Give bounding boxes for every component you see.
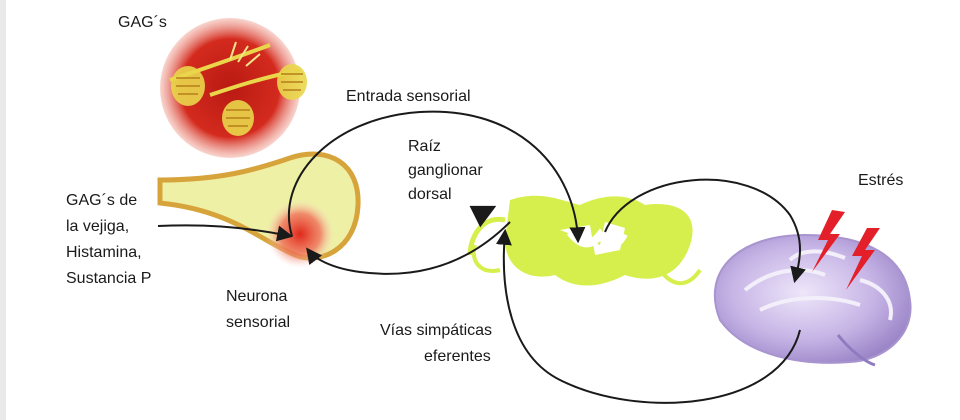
vias-simpaticas-label-line2: eferentes [424, 346, 491, 368]
neurona-sensorial-label-line2: sensorial [226, 312, 290, 334]
gags-vejiga-label-line2: la vejiga, [66, 216, 129, 238]
raiz-ganglionar-label-line1: Raíz [408, 136, 441, 158]
gags-label: GAG´s [118, 12, 167, 34]
raiz-ganglionar-label-line3: dorsal [408, 184, 452, 206]
gag-cluster-icon [160, 18, 307, 158]
neurona-sensorial-label-line1: Neurona [226, 286, 287, 308]
vias-simpaticas-label-line1: Vías simpáticas [380, 320, 492, 342]
raiz-ganglionar-label-line2: ganglionar [408, 160, 483, 182]
gags-vejiga-label-line3: Histamina, [66, 242, 142, 264]
sensory-neuron-icon [160, 154, 358, 268]
gags-vejiga-label-line4: Sustancia P [66, 268, 151, 290]
dorsal-root-pointer [484, 208, 492, 212]
brain-icon [715, 235, 911, 365]
entrada-sensorial-label: Entrada sensorial [346, 86, 471, 108]
gags-vejiga-label-line1: GAG´s de [66, 190, 137, 212]
estres-label: Estrés [858, 170, 903, 192]
